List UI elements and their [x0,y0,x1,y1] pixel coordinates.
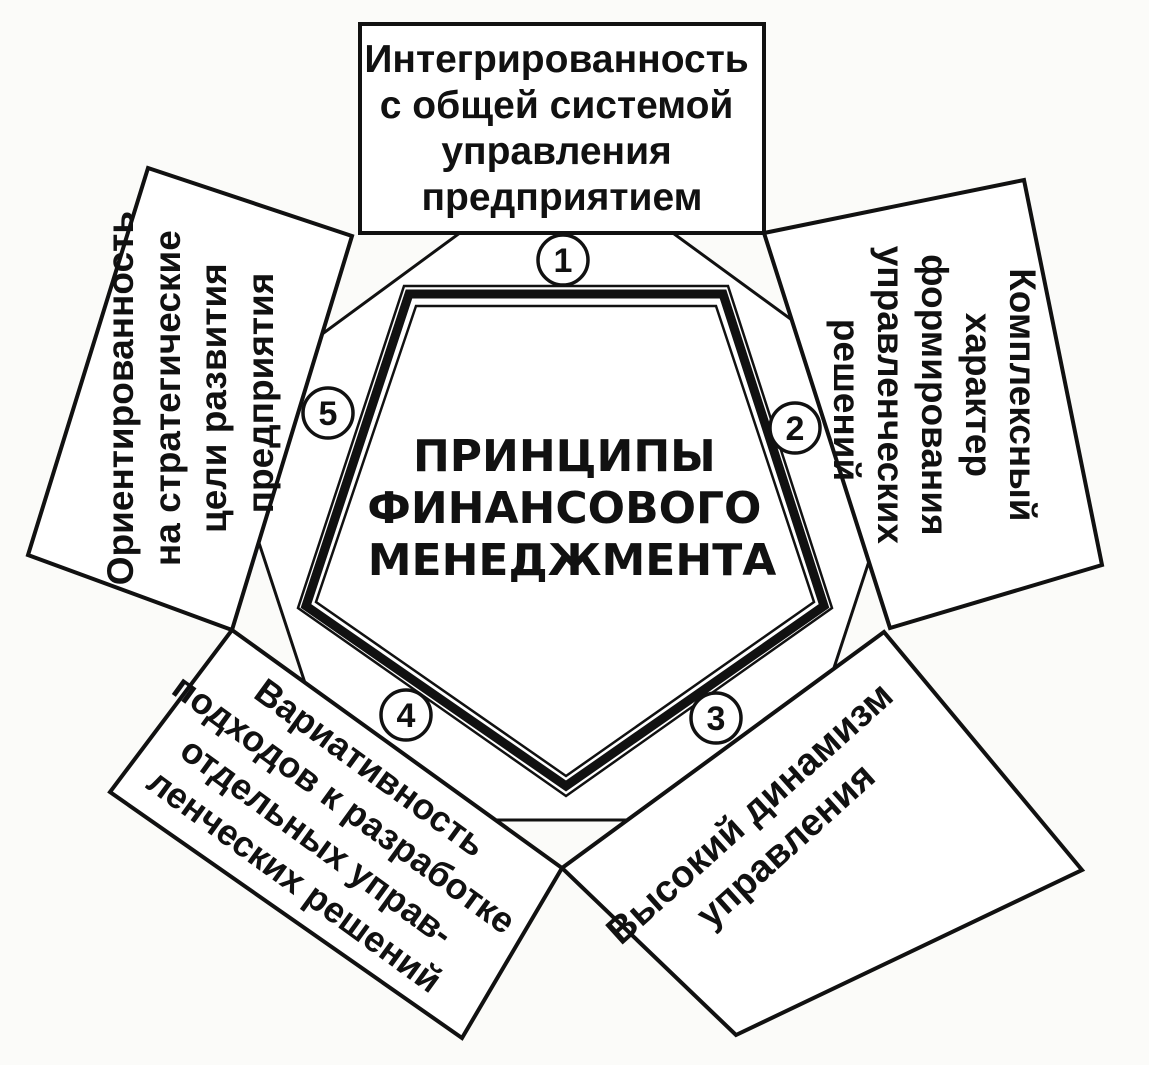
principle-box-5: Ориентированность на стратегические цели… [25,165,355,633]
principle-5-text: Ориентированность на стратегические цели… [100,201,281,586]
principle-box-1: Интегрированность с общей системой управ… [358,22,766,235]
marker-1: 1 [536,233,590,287]
svg-text:3: 3 [707,700,726,738]
svg-text:5: 5 [319,395,338,433]
marker-2: 2 [768,401,822,455]
marker-3: 3 [689,691,743,745]
center-title: ПРИНЦИПЫ ФИНАНСОВОГО МЕНЕДЖМЕНТА [367,431,777,586]
marker-4: 4 [379,688,433,742]
svg-text:1: 1 [554,242,573,280]
svg-text:4: 4 [397,697,416,735]
principle-1-text: Интегрированность с общей системой управ… [364,38,759,219]
center-ring-inner [314,304,816,778]
center-ring-thick [300,289,830,792]
principle-2-text: Комплексный характер формирования управл… [827,246,1044,555]
svg-text:2: 2 [786,410,805,448]
marker-5: 5 [301,386,355,440]
principle-box-2: Комплексный характер формирования управл… [761,177,1105,631]
